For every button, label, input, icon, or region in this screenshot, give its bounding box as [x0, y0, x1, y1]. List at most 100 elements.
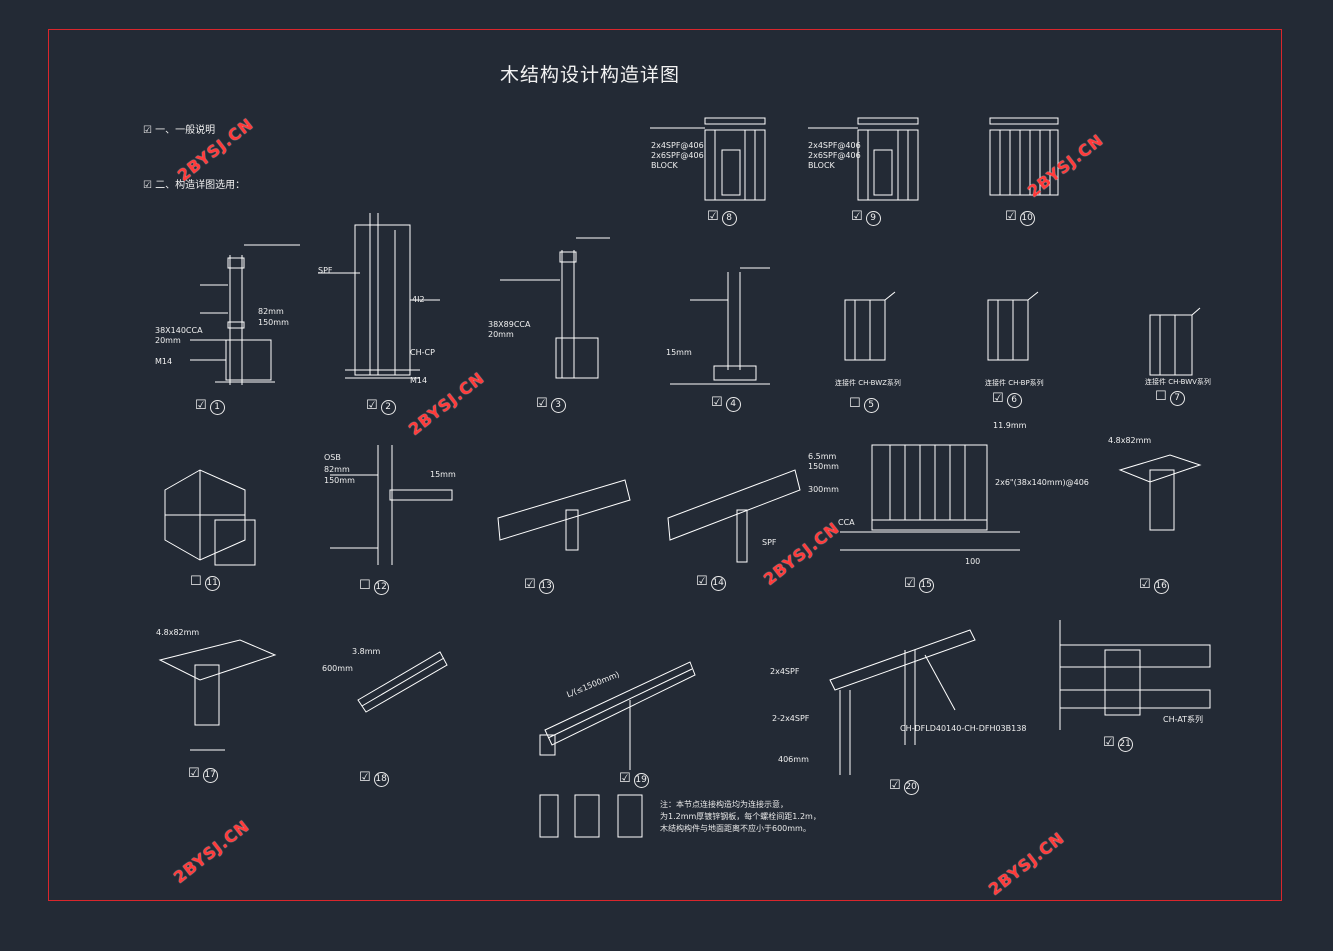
checkbox-checked-icon[interactable]: ☑: [696, 574, 708, 589]
detail-number: 3: [550, 398, 566, 413]
checkbox-checked-icon[interactable]: ☑: [195, 398, 207, 413]
drawing-border: [48, 29, 1282, 901]
checkbox-empty-icon[interactable]: ☐: [359, 578, 371, 593]
d8-label-b: 2x6SPF@406: [651, 151, 704, 160]
d1-label-b: 150mm: [258, 318, 289, 327]
detail-14-drawing: [667, 469, 801, 563]
d9-label-b: 2x6SPF@406: [808, 151, 861, 160]
detail-number: 10: [1019, 211, 1035, 226]
detail-15-drawing: [840, 444, 1020, 551]
detail-callout[interactable]: ☑17: [188, 766, 218, 783]
detail-number: 21: [1117, 737, 1133, 752]
detail-number: 16: [1153, 579, 1169, 594]
detail-20-drawing: [829, 629, 976, 775]
d17-label: 4.8x82mm: [156, 628, 200, 637]
checkbox-checked-icon[interactable]: ☑: [524, 577, 536, 592]
checkbox-checked-icon[interactable]: ☑: [1005, 209, 1017, 224]
detail-number: 17: [202, 768, 218, 783]
detail-callout[interactable]: ☑4: [711, 395, 741, 412]
detail-callout[interactable]: ☑8: [707, 209, 737, 226]
detail-number: 20: [903, 780, 919, 795]
general-item-2[interactable]: ☑ 二、构造详图选用：: [143, 180, 246, 191]
detail-17-drawing: [158, 639, 277, 751]
general-item-1[interactable]: ☑ 一、一般说明: [143, 125, 216, 136]
detail-4-drawing: [670, 267, 770, 385]
checkbox-checked-icon[interactable]: ☑: [992, 391, 1004, 406]
detail-callout[interactable]: ☑21: [1103, 735, 1133, 752]
detail-callout[interactable]: ☑13: [524, 577, 554, 594]
detail-callout[interactable]: ☑20: [889, 778, 919, 795]
d1-label-e: M14: [155, 357, 173, 366]
drawing-title: 木结构设计构造详图: [500, 64, 681, 86]
d12-label-b: 82mm: [324, 465, 350, 474]
checkbox-checked-icon[interactable]: ☑: [188, 766, 200, 781]
detail-12-drawing: [330, 445, 453, 565]
note-block: 注：本节点连接构造均为连接示意， 为1.2mm厚镀锌钢板，每个螺栓间距1.2m，…: [660, 799, 821, 835]
d9-label-a: 2x4SPF@406: [808, 141, 861, 150]
detail-callout[interactable]: ☑10: [1005, 209, 1035, 226]
d20-label-c: CH-DFLD40140-CH-DFH03B138: [900, 724, 1027, 733]
note-line-3: 木结构构件与地面距离不应小于600mm。: [660, 824, 811, 833]
detail-number: 8: [721, 211, 737, 226]
d8-label-a: 2x4SPF@406: [651, 141, 704, 150]
checkbox-checked-icon[interactable]: ☑: [359, 770, 371, 785]
detail-callout[interactable]: ☑15: [904, 576, 934, 593]
checkbox-checked-icon[interactable]: ☑: [851, 209, 863, 224]
checkbox-empty-icon[interactable]: ☐: [849, 396, 861, 411]
d20-label-a: 2x4SPF: [770, 667, 800, 676]
d2-label-b: 4I2: [412, 295, 425, 304]
detail-2-drawing: [318, 213, 440, 379]
d20-label-b: 2-2x4SPF: [772, 714, 810, 723]
checkbox-checked-icon[interactable]: ☑: [889, 778, 901, 793]
d15-label-e: 2x6"(38x140mm)@406: [995, 478, 1089, 487]
detail-callout[interactable]: ☐7: [1155, 389, 1185, 406]
d15-label-g: 100: [965, 557, 981, 566]
checkbox-checked-icon[interactable]: ☑: [1103, 735, 1115, 750]
checkbox-checked-icon[interactable]: ☑: [1139, 577, 1151, 592]
d15-label-b: 6.5mm: [808, 452, 837, 461]
detail-13-drawing: [497, 479, 631, 551]
d8-label-c: BLOCK: [651, 161, 678, 170]
checkbox-checked-icon[interactable]: ☑: [904, 576, 916, 591]
d21-label: CH-AT系列: [1163, 715, 1204, 724]
note-line-1: 注：本节点连接构造均为连接示意，: [660, 800, 788, 809]
detail-number: 7: [1169, 391, 1185, 406]
checkbox-checked-icon[interactable]: ☑: [711, 395, 723, 410]
detail-callout[interactable]: ☑6: [992, 391, 1022, 408]
d1-label-d: 20mm: [155, 336, 181, 345]
d15-label-c: 150mm: [808, 462, 839, 471]
detail-18-drawing: [357, 651, 448, 713]
detail-callout[interactable]: ☑19: [619, 771, 649, 788]
note-line-2: 为1.2mm厚镀锌钢板，每个螺栓间距1.2m，: [660, 812, 821, 821]
checkbox-empty-icon[interactable]: ☐: [1155, 389, 1167, 404]
detail-callout[interactable]: ☐11: [190, 574, 220, 591]
checkbox-empty-icon[interactable]: ☐: [190, 574, 202, 589]
detail-number: 18: [373, 772, 389, 787]
detail-callout[interactable]: ☑9: [851, 209, 881, 226]
detail-number: 11: [204, 576, 220, 591]
detail-8-drawing: [650, 117, 766, 201]
detail-number: 12: [373, 580, 389, 595]
checkbox-checked-icon[interactable]: ☑: [707, 209, 719, 224]
d2-label-a: SPF: [318, 266, 333, 275]
detail-5-drawing: [844, 291, 896, 361]
checkbox-checked-icon[interactable]: ☑: [619, 771, 631, 786]
detail-callout[interactable]: ☑3: [536, 396, 566, 413]
detail-number: 19: [633, 773, 649, 788]
detail-number: 15: [918, 578, 934, 593]
detail-number: 14: [710, 576, 726, 591]
d6-label: 连接件 CH-BP系列: [985, 379, 1044, 387]
detail-callout[interactable]: ☑14: [696, 574, 726, 591]
checkbox-checked-icon[interactable]: ☑: [536, 396, 548, 411]
detail-callout[interactable]: ☑16: [1139, 577, 1169, 594]
detail-callout[interactable]: ☑2: [366, 398, 396, 415]
detail-7-drawing: [1149, 307, 1201, 376]
detail-callout[interactable]: ☑18: [359, 770, 389, 787]
detail-number: 4: [725, 397, 741, 412]
d1-label-a: 82mm: [258, 307, 284, 316]
detail-16-drawing: [1118, 454, 1202, 531]
detail-callout[interactable]: ☐12: [359, 578, 389, 595]
detail-callout[interactable]: ☐5: [849, 396, 879, 413]
detail-callout[interactable]: ☑1: [195, 398, 225, 415]
checkbox-checked-icon[interactable]: ☑: [366, 398, 378, 413]
